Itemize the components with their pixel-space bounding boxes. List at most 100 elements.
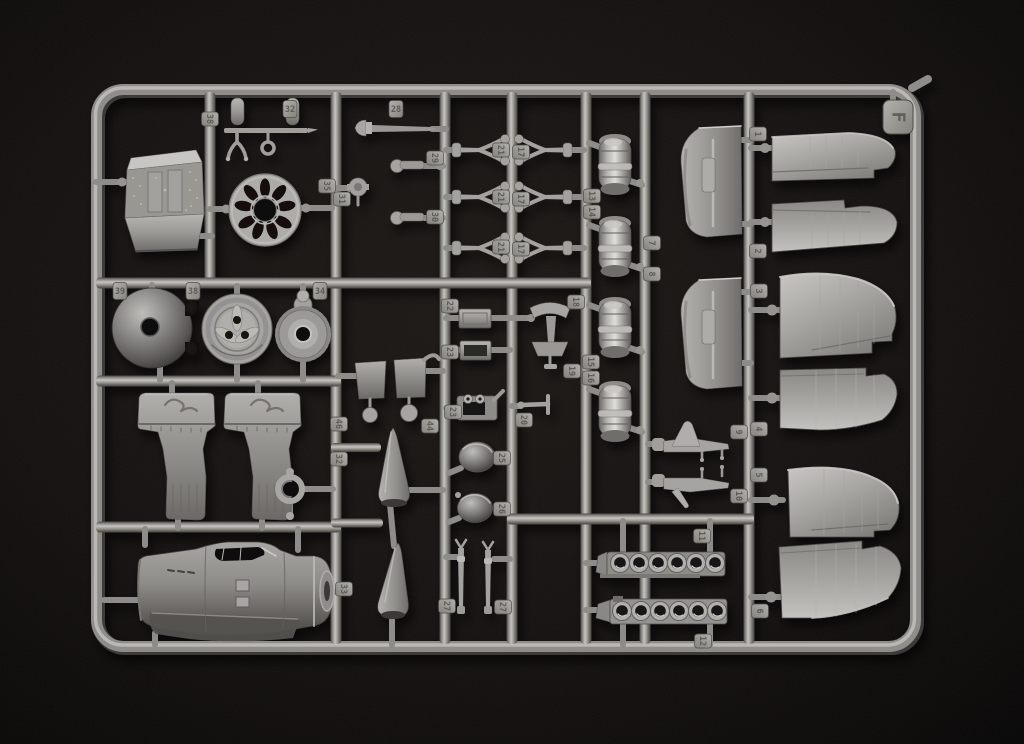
part-number: 15: [585, 357, 595, 367]
part-number-tag: 38: [185, 282, 201, 300]
part-radial-plate: [228, 173, 302, 247]
part-cowl-drum-3: [597, 296, 633, 359]
part-tailplane-upper: [771, 132, 896, 182]
part-number-tag: 13: [583, 188, 601, 204]
part-tail-cone-b: [377, 542, 409, 619]
part-number: 30: [429, 212, 439, 222]
part-exhaust-fairing-a: [652, 421, 730, 462]
part-number: 20: [518, 415, 528, 425]
part-tailwheel-a: [390, 159, 425, 173]
rivet-texture: [132, 171, 198, 211]
part-number: 31: [336, 194, 346, 204]
part-cowl-drum-4: [597, 380, 633, 443]
part-number: 39: [115, 287, 125, 297]
part-exhaust-fairing-b: [652, 465, 730, 509]
part-number-tag: 12: [694, 633, 712, 649]
part-number: 7: [646, 240, 656, 245]
part-number: 19: [566, 366, 576, 376]
part-number: 23: [447, 407, 457, 417]
part-control-lever: [517, 394, 551, 415]
part-number: 16: [585, 373, 595, 383]
part-number-tag: 2: [749, 243, 767, 259]
part-number-tag: 22: [441, 298, 459, 314]
part-number: 27: [497, 602, 507, 612]
part-number-tag: 27: [494, 599, 512, 615]
part-number-tag: 20: [515, 412, 533, 428]
part-supercharger-gear: [275, 289, 331, 362]
part-spinner-dome: [111, 286, 199, 369]
part-number: 38: [188, 287, 198, 297]
part-number-tag: 21: [492, 189, 510, 205]
part-number-tag: 9: [730, 424, 748, 440]
part-number-tag: 38: [201, 111, 219, 127]
part-number-tag: 29: [426, 150, 444, 166]
part-cowl-panel-a: [679, 124, 744, 239]
part-number-tag: 39: [112, 282, 128, 300]
part-number: 38: [204, 114, 214, 124]
part-number-tag: 30: [426, 209, 444, 225]
part-number-tag: 7: [643, 235, 661, 251]
part-number: 28: [391, 105, 401, 115]
part-number-tag: 15: [582, 354, 600, 370]
part-number: 46: [333, 419, 343, 429]
part-number: 17: [515, 194, 525, 204]
part-number: 17: [515, 147, 525, 157]
part-number-tag: 28: [388, 100, 404, 118]
part-hub-plate: [201, 293, 273, 365]
part-engine-block-lower: [595, 596, 728, 625]
part-cowling-box: [124, 149, 205, 253]
part-number-tag: 26: [493, 501, 511, 517]
part-cowl-drum-2: [597, 215, 633, 278]
part-number-tag: 35: [318, 178, 336, 194]
part-mount-bracket: [456, 389, 505, 421]
part-number-tag: 32: [330, 451, 348, 467]
part-number: 4: [753, 426, 763, 431]
part-tail-cone-a: [378, 427, 410, 507]
part-pitot-rod: [354, 119, 437, 137]
part-number-tag: 4: [750, 421, 768, 437]
part-number-tag: 32: [282, 100, 298, 118]
part-number: 21: [495, 145, 505, 155]
part-number: 5: [753, 472, 763, 477]
part-number: 23: [444, 347, 454, 357]
part-number: 6: [754, 608, 764, 613]
runners: [96, 92, 755, 644]
part-number: 3: [753, 288, 763, 293]
part-number: 13: [586, 191, 596, 201]
part-number: 44: [424, 421, 434, 431]
part-number: 21: [495, 242, 505, 252]
part-number-tag: 21: [492, 142, 510, 158]
part-number: 27: [441, 601, 451, 611]
sprue: F: [91, 75, 932, 655]
part-oleo-strut-left: [454, 538, 468, 614]
part-number: 10: [733, 491, 743, 501]
part-number: 2: [752, 248, 762, 253]
part-number-tag: 1: [749, 126, 767, 142]
part-knob: [347, 177, 369, 207]
part-number-tag: 11: [693, 528, 711, 544]
part-number-tag: 27: [438, 598, 456, 614]
part-fuselage-half: [137, 541, 335, 642]
part-number-tag: 17: [512, 144, 530, 160]
part-number: 11: [696, 531, 706, 541]
part-cowl-drum-1: [597, 133, 633, 196]
part-number-tag: 18: [567, 294, 585, 310]
part-number: 26: [496, 504, 506, 514]
part-number: 29: [429, 153, 439, 163]
part-number-tag: 6: [751, 603, 769, 619]
part-cover-flaps: [354, 353, 441, 423]
part-number: 21: [495, 192, 505, 202]
part-wing-upper-right: [779, 272, 897, 359]
part-tailwheel-b: [390, 211, 425, 225]
part-number: 1: [752, 131, 762, 136]
part-number-tag: 23: [444, 404, 462, 420]
gate-stub: [908, 75, 932, 92]
part-number: 12: [697, 636, 707, 646]
part-number-tag: 19: [563, 363, 581, 379]
part-wing-upper-left: [787, 466, 900, 538]
part-number: 22: [444, 301, 454, 311]
part-number: 34: [315, 287, 325, 297]
